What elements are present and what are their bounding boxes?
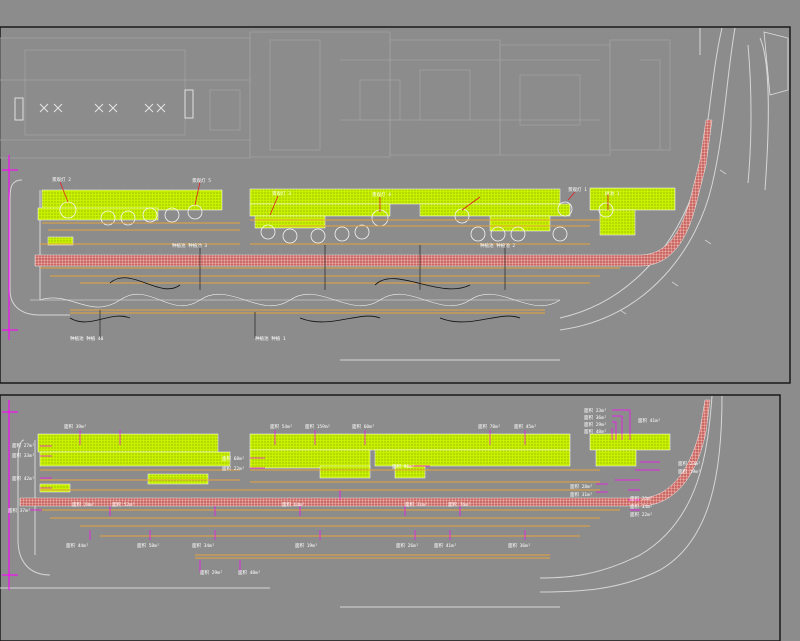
label-top-7: 种植池 种植池 3 bbox=[172, 242, 207, 249]
tree-circles bbox=[59, 201, 614, 244]
area-label: 面积 34m² bbox=[192, 542, 215, 549]
svg-text:面积 29m²: 面积 29m² bbox=[584, 421, 607, 428]
leaders-black bbox=[99, 245, 506, 338]
area-label: 面积 76m² bbox=[448, 501, 471, 508]
bottom-viewport: 面积 39m² 面积 54m² 面积 159m² 面积 60m² 面积 78m²… bbox=[0, 394, 781, 641]
area-label: 面积 26m² bbox=[396, 542, 419, 549]
leaders-bottom bbox=[30, 409, 660, 572]
area-label: 面积 39m² bbox=[64, 423, 87, 430]
svg-text:面积 31m²: 面积 31m² bbox=[570, 491, 593, 498]
building-outlines bbox=[0, 31, 671, 159]
planting-beds-bottom bbox=[37, 433, 671, 493]
planting-beds bbox=[37, 187, 676, 246]
step-rows bbox=[40, 219, 620, 314]
right-area-labels: 面积 41m² 面积 36m² 面积 29m² 面积 48m² 面积 23m² … bbox=[570, 414, 701, 518]
leaders-top bbox=[59, 181, 609, 216]
area-label: 面积 159m² bbox=[305, 423, 330, 430]
label-top-1: 景观灯 2 bbox=[52, 176, 71, 183]
label-top-2: 景观灯 5 bbox=[192, 177, 211, 184]
road-lines-bottom bbox=[0, 395, 723, 608]
svg-text:面积 23m²: 面积 23m² bbox=[678, 460, 701, 467]
area-label: 面积 58m² bbox=[137, 542, 160, 549]
top-dimension bbox=[2, 155, 18, 340]
step-rows-bottom bbox=[40, 469, 620, 559]
right-ramp bbox=[763, 31, 789, 96]
area-label: 面积 45m² bbox=[514, 423, 537, 430]
area-labels: 面积 39m² 面积 54m² 面积 159m² 面积 60m² 面积 78m²… bbox=[8, 407, 607, 576]
label-top-3: 景观灯 3 bbox=[272, 190, 291, 197]
label-top-4: 景观灯 4 bbox=[372, 191, 391, 198]
svg-text:面积 41m²: 面积 41m² bbox=[638, 417, 661, 424]
label-top-5: 景观灯 1 bbox=[568, 186, 587, 193]
area-label: 面积 27m² bbox=[12, 442, 35, 449]
area-label: 面积 31m² bbox=[405, 501, 428, 508]
area-label: 面积 48m² bbox=[238, 569, 261, 576]
svg-text:面积 28m²: 面积 28m² bbox=[570, 483, 593, 490]
area-label: 面积 42m² bbox=[12, 475, 35, 482]
area-label: 面积 68m² bbox=[222, 455, 245, 462]
svg-text:面积 19m²: 面积 19m² bbox=[678, 468, 701, 475]
area-label: 面积 60m² bbox=[352, 423, 375, 430]
area-label: 面积 22m² bbox=[222, 465, 245, 472]
label-top-9: 种植池 种植 40 bbox=[70, 335, 104, 342]
area-label: 面积 23m² bbox=[584, 407, 607, 414]
area-label: 面积 90m² bbox=[392, 463, 415, 470]
label-top-6: 树池 1 bbox=[605, 190, 620, 197]
label-top-10: 种植池 种植 1 bbox=[255, 335, 286, 342]
area-label: 面积 78m² bbox=[478, 423, 501, 430]
bottom-dimension bbox=[2, 400, 18, 590]
area-label: 面积 44m² bbox=[66, 542, 89, 549]
area-label: 面积 41m² bbox=[434, 542, 457, 549]
label-top-8: 种植池 种植池 2 bbox=[480, 242, 515, 249]
area-label: 面积 64m² bbox=[282, 501, 305, 508]
top-viewport: 景观灯 2 景观灯 5 景观灯 3 景观灯 4 景观灯 1 树池 1 种植池 种… bbox=[0, 26, 791, 384]
area-label: 面积 33m² bbox=[12, 452, 35, 459]
road-marks bbox=[619, 169, 727, 315]
wave-lines bbox=[39, 294, 561, 308]
area-label: 面积 52m² bbox=[112, 501, 135, 508]
svg-text:面积 48m²: 面积 48m² bbox=[584, 428, 607, 435]
area-label: 面积 36m² bbox=[508, 542, 531, 549]
svg-text:面积 26m²: 面积 26m² bbox=[630, 495, 653, 502]
svg-text:面积 34m²: 面积 34m² bbox=[630, 503, 653, 510]
road-lines bbox=[9, 27, 769, 361]
svg-text:面积 36m²: 面积 36m² bbox=[584, 414, 607, 421]
x-marks bbox=[14, 89, 194, 121]
area-label: 面积 28m² bbox=[72, 501, 95, 508]
svg-text:面积 22m²: 面积 22m² bbox=[630, 511, 653, 518]
area-label: 面积 19m² bbox=[295, 542, 318, 549]
area-label: 面积 37m² bbox=[8, 507, 31, 514]
paving-strip bbox=[34, 119, 713, 267]
paving-strip-bottom bbox=[19, 399, 711, 507]
area-label: 面积 29m² bbox=[200, 569, 223, 576]
area-label: 面积 54m² bbox=[270, 423, 293, 430]
